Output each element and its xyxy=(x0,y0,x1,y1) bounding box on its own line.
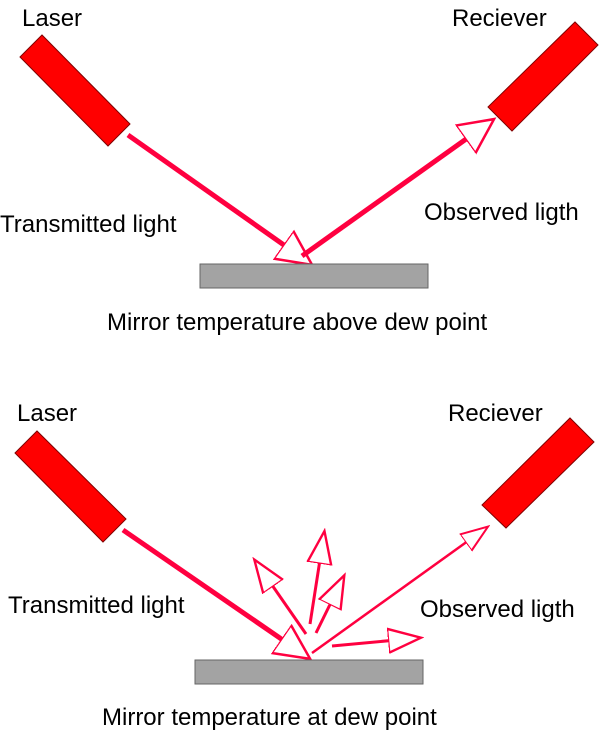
receiver-label: Reciever xyxy=(452,5,547,32)
transmitted-beam xyxy=(126,132,308,262)
transmitted-label: Transmitted light xyxy=(8,592,185,619)
reflected-beam xyxy=(300,122,490,259)
caption: Mirror temperature above dew point xyxy=(107,309,488,336)
scattered-beams xyxy=(256,528,486,653)
observed-label: Observed ligth xyxy=(420,596,575,623)
caption: Mirror temperature at dew point xyxy=(102,704,437,731)
laser-label: Laser xyxy=(17,400,77,427)
bottom-panel: Laser Reciever Transmitted light Observe… xyxy=(8,400,595,731)
mirror xyxy=(199,263,429,289)
top-panel: Laser Reciever Transmitted light Observe… xyxy=(0,5,599,336)
laser-device xyxy=(19,34,131,147)
receiver-device xyxy=(487,21,599,132)
laser-device xyxy=(14,430,127,543)
laser-label: Laser xyxy=(22,5,82,32)
transmitted-beam xyxy=(121,527,306,656)
mirror xyxy=(194,659,424,685)
receiver-label: Reciever xyxy=(448,400,543,427)
observed-label: Observed ligth xyxy=(424,199,579,226)
transmitted-label: Transmitted light xyxy=(0,211,177,238)
receiver-device xyxy=(481,417,595,529)
